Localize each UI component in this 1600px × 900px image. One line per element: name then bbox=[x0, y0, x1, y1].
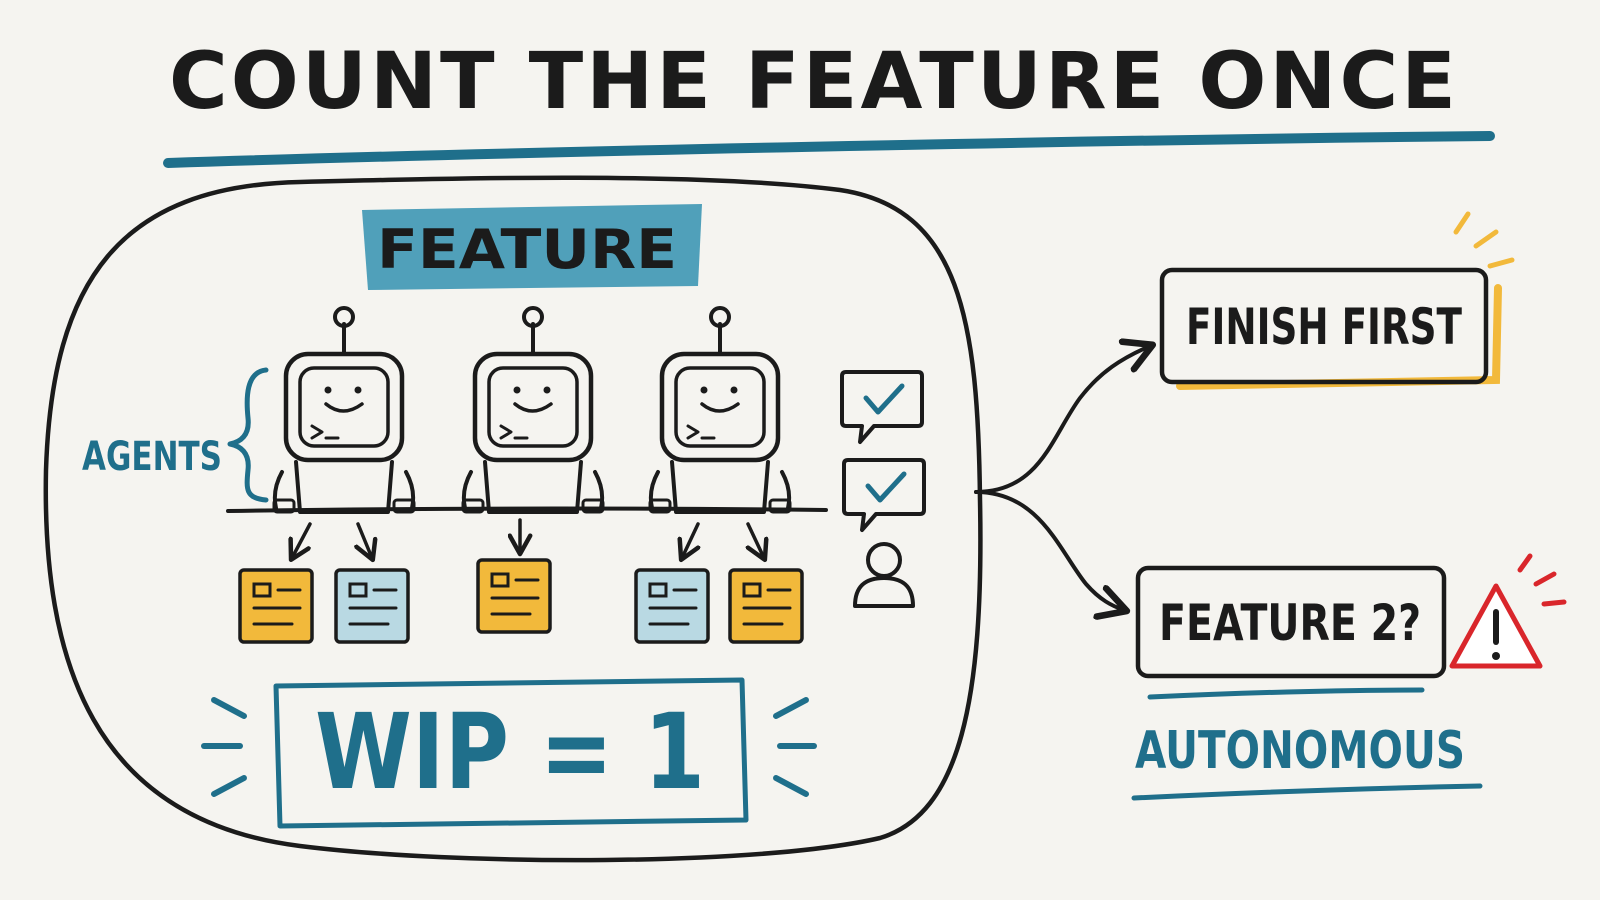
task-card-blue-1 bbox=[334, 568, 410, 644]
svg-text:WIP = 1: WIP = 1 bbox=[315, 691, 705, 813]
feature-two-box: FEATURE 2? bbox=[1135, 565, 1447, 679]
check-bubble-1 bbox=[842, 372, 922, 442]
feature-container bbox=[43, 175, 983, 863]
feature-highlight bbox=[362, 204, 702, 290]
feature-label: FEATURE bbox=[362, 204, 702, 290]
autonomous-label: AUTONOMOUS bbox=[1135, 721, 1465, 781]
svg-text:FINISH FIRST: FINISH FIRST bbox=[1186, 298, 1462, 356]
finish-first-sparkle bbox=[1453, 211, 1515, 269]
arrow-to-feature-two bbox=[974, 490, 1124, 610]
robot-agent-2 bbox=[463, 308, 603, 512]
task-card-blue-2 bbox=[634, 568, 710, 644]
diagram-title: COUNT THE FEATURE ONCE bbox=[169, 37, 1459, 127]
wip-emphasis-lines bbox=[201, 697, 817, 797]
robot-agent-1 bbox=[274, 308, 414, 512]
task-arrows bbox=[292, 518, 764, 558]
task-card-yellow-2 bbox=[476, 558, 552, 634]
arrow-to-finish-first bbox=[974, 346, 1150, 494]
task-card-yellow-3 bbox=[728, 568, 804, 644]
title-underline bbox=[163, 131, 1495, 168]
robot-agent-3 bbox=[650, 308, 790, 512]
autonomous-overline bbox=[1147, 687, 1425, 700]
warning-icon bbox=[1449, 553, 1567, 669]
agents-brace bbox=[227, 367, 269, 503]
check-bubble-2 bbox=[844, 460, 924, 530]
svg-text:FEATURE 2?: FEATURE 2? bbox=[1159, 594, 1421, 652]
user-icon bbox=[853, 542, 915, 608]
svg-text:FEATURE: FEATURE bbox=[377, 218, 677, 281]
agents-label: AGENTS bbox=[82, 434, 222, 480]
autonomous-underline bbox=[1131, 783, 1483, 801]
task-card-yellow-1 bbox=[238, 568, 314, 644]
wip-limit-box: WIP = 1 bbox=[273, 677, 749, 829]
finish-first-box: FINISH FIRST bbox=[1159, 267, 1502, 390]
desk-line bbox=[226, 506, 828, 513]
